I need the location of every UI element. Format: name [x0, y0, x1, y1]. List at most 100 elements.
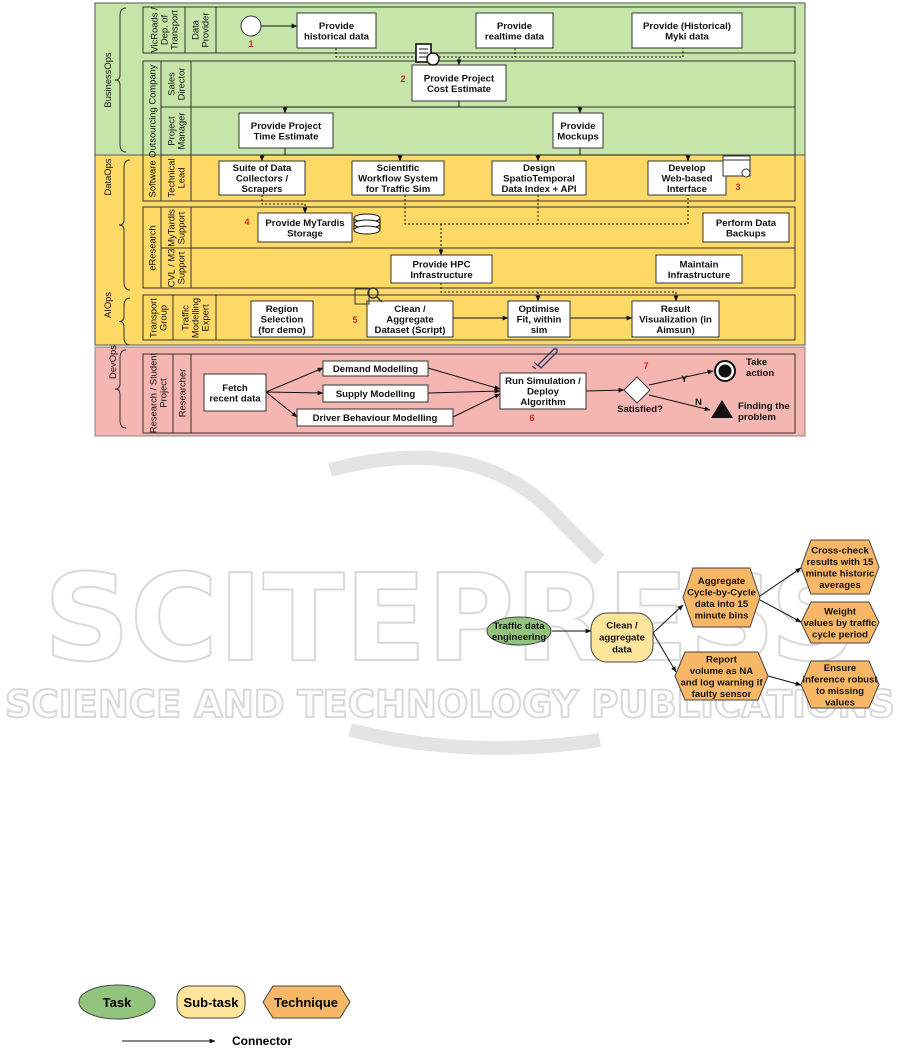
text-line: problem [738, 412, 776, 423]
lane-label-mytardis: MyTardisSupport [166, 209, 187, 247]
task-label: Supply Modelling [336, 389, 416, 400]
technique-hexagon [800, 601, 880, 644]
subtask-box [590, 612, 654, 663]
text-line: Driver Behaviour Modelling [313, 413, 438, 424]
text-line: Maintain [680, 259, 719, 270]
text-line: Clean / [606, 621, 638, 632]
text-line: Support [176, 251, 187, 284]
transport-pool [142, 294, 796, 341]
text-line: Time Estimate [254, 131, 319, 142]
text-line: Transport [169, 10, 180, 50]
text-line: Finding the [738, 401, 790, 412]
text-line: faulty sensor [692, 689, 752, 700]
group-label-aiops-text: AIOps [102, 292, 113, 318]
connector [652, 632, 677, 673]
text-line: Region [266, 304, 299, 315]
step-number: 6 [529, 413, 534, 423]
lane-label-sales-director-text: SalesDirector [166, 68, 187, 101]
text-line: and log warning if [680, 677, 763, 688]
text-line: Support [176, 211, 187, 244]
database-icon [353, 213, 381, 235]
text-line: Project [166, 116, 177, 146]
text-line: inference robust [802, 674, 878, 685]
text-line: values by traffic [803, 618, 877, 629]
lane-label-traffic-modelling-expert-text: TrafficModellingExpert [180, 298, 211, 338]
group-label-aiops: AIOps [102, 292, 113, 318]
task-label-text: Provide (Historical)Myki data [643, 21, 731, 43]
rocket-body [537, 348, 558, 369]
pool-label-software-company: Software Outsourcing Company [147, 64, 158, 197]
text-line: action [746, 368, 774, 379]
text-line: Web-based [662, 174, 713, 185]
lane-label-traffic-modelling-expert: TrafficModellingExpert [180, 298, 211, 338]
text-line: Data [190, 19, 201, 40]
software-pool [142, 60, 796, 202]
connector [585, 387, 625, 393]
text-line: CVL / M3 [166, 249, 177, 288]
task-box [655, 254, 743, 284]
no-label: N [695, 397, 702, 408]
text-line: Take [746, 357, 767, 368]
task-ellipse [486, 616, 552, 646]
text-line: Provide HPC [412, 259, 470, 270]
text-line: Clean / [394, 304, 426, 315]
task-box [647, 160, 727, 196]
legend-connector: Connector [122, 1034, 292, 1048]
text-line: Provide MyTardis [265, 218, 344, 229]
gateway-label: Satisfied? [617, 404, 663, 415]
text-line: Deploy [527, 387, 560, 398]
text-line: Dep. of [159, 14, 170, 45]
task-box [322, 360, 429, 377]
connector [427, 388, 501, 394]
pool-label-transport-group: TransportGroup [148, 298, 169, 338]
pool-label-research-project: Research / StudentProject [148, 352, 169, 433]
text-line: Sales [166, 72, 177, 96]
text-line: eResearch [147, 225, 158, 270]
task-box [238, 112, 334, 149]
text-line: minute historic [806, 568, 875, 579]
db-disk [353, 225, 381, 235]
text-line: Demand Modelling [333, 364, 418, 375]
data-flow [261, 195, 308, 214]
text-line: values [825, 697, 855, 708]
lane-label-technical-lead-text: TechnicalLead [166, 158, 187, 197]
step-number: 2 [400, 74, 405, 84]
text-line: Traffic data [493, 621, 545, 632]
text-line: sim [531, 325, 548, 336]
text-line: Group [158, 305, 169, 331]
legend-subtask: Sub-task [176, 985, 246, 1019]
text-line: Design [523, 163, 555, 174]
aiops-brace [118, 297, 131, 346]
yes-label: Y [681, 374, 688, 385]
text-line: Run Simulation / [505, 376, 581, 387]
step-number: 1 [248, 39, 253, 49]
text-line: Cross-check [811, 545, 869, 556]
task-box [322, 384, 429, 403]
text-line: Result [661, 304, 691, 315]
